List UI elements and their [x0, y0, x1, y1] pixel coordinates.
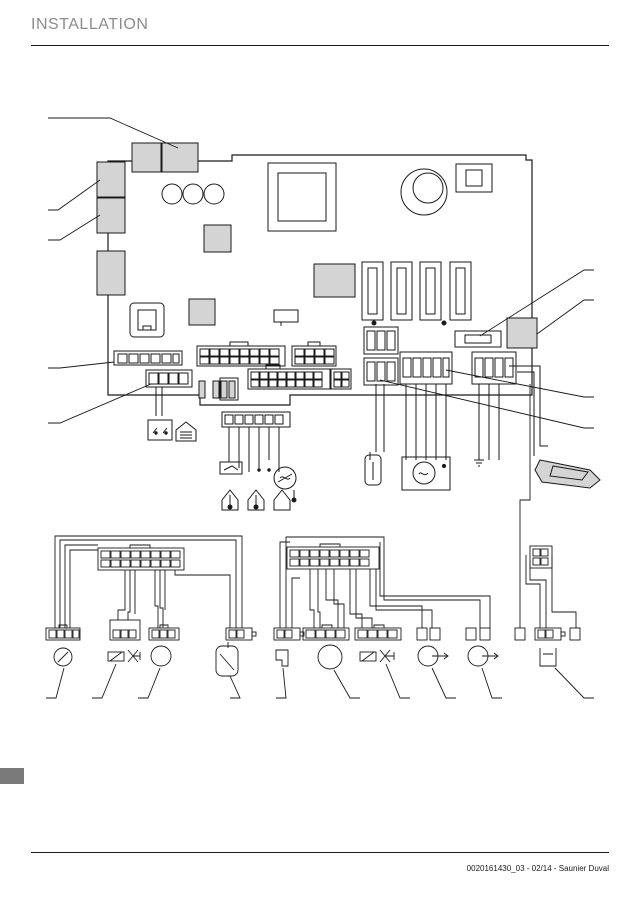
room-sensor-wiring	[147, 387, 197, 442]
lower-harness-left	[45, 535, 257, 677]
section-tab-marker	[0, 768, 24, 784]
callout-leader-lines	[48, 117, 594, 429]
footer-text: 0020161430_03 - 02/14 - Saunier Duval	[466, 864, 609, 873]
page-header: INSTALLATION	[31, 16, 149, 33]
temperature-sensor-connector	[219, 411, 297, 511]
lower-harness-right	[514, 384, 581, 667]
main-circuit-board	[96, 142, 538, 406]
header-rule	[31, 45, 609, 46]
lower-harness-middle	[273, 536, 499, 670]
lower-callout-leaders	[46, 663, 594, 699]
footer-rule	[31, 852, 609, 853]
mains-and-pump-wiring	[364, 365, 601, 491]
